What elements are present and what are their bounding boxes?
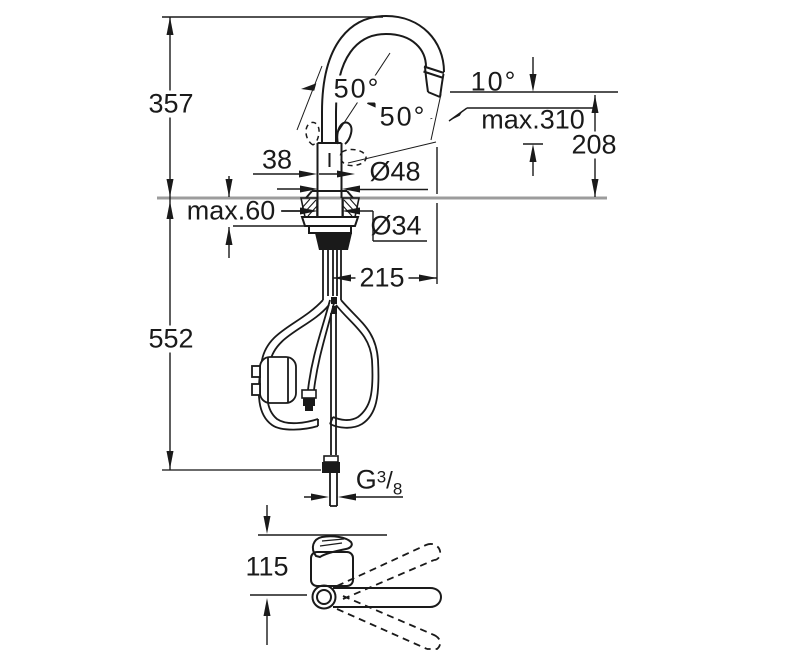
dim-swivel-angle-right: 50°: [375, 103, 431, 131]
dim-spout-reach: 215: [355, 264, 409, 292]
body-top-view: [310, 551, 354, 587]
dim-thread-size: G3/8: [355, 464, 403, 499]
lever-top-view: [311, 535, 353, 559]
mounting-washer: [300, 216, 360, 234]
spout-arm-up-dashed: [336, 543, 442, 600]
thread-g: G: [355, 464, 377, 495]
hoses: [257, 250, 380, 507]
lever-right-dashed: [339, 148, 367, 167]
spout-inner-arc: [335, 32, 427, 113]
thread-denominator: 8: [392, 479, 403, 499]
hose-weight: [251, 356, 297, 404]
swivel-joint: [311, 584, 337, 610]
body-column: [316, 112, 343, 198]
spout-outer-arc: [321, 14, 445, 113]
dimension-arrowheads: [166, 17, 599, 616]
shank: [316, 198, 344, 217]
dim-below-counter-length: 552: [144, 325, 198, 353]
dim-outlet-angle: 10°: [470, 66, 518, 97]
lever-up-dashed: [305, 121, 320, 146]
bottom-view-swivel-range: [336, 543, 442, 650]
thread-slash: /: [386, 467, 393, 495]
dim-overall-height: 357: [144, 90, 198, 118]
dim-outlet-height: 208: [567, 131, 621, 159]
clamp-cone-hatch: [300, 197, 360, 218]
handle-dashed-positions: [305, 121, 367, 167]
dim-max-deck-thickness: max.60: [186, 195, 276, 226]
dim-bottom-view-depth: 115: [241, 553, 293, 581]
dim-shank-diameter: Ø34: [370, 210, 422, 241]
g38-nut: [322, 462, 340, 473]
bottom-view: [310, 535, 443, 610]
thread-numerator: 3: [376, 467, 387, 487]
dim-max-pullout-height: max.310: [481, 104, 585, 135]
dim-body-diameter: Ø48: [369, 156, 421, 187]
hose-connectors: [301, 297, 340, 473]
escutcheon-base: [305, 190, 354, 199]
spray-head: [423, 65, 445, 98]
dim-swivel-angle-left: 50°: [329, 75, 385, 103]
dim-handle-offset: 38: [261, 144, 293, 175]
spout-arm: [333, 587, 443, 608]
g38-nut-top: [323, 455, 339, 463]
mounting-nut: [315, 233, 352, 250]
spout-arm-down-dashed: [336, 595, 441, 650]
handle-lever: [336, 121, 353, 145]
